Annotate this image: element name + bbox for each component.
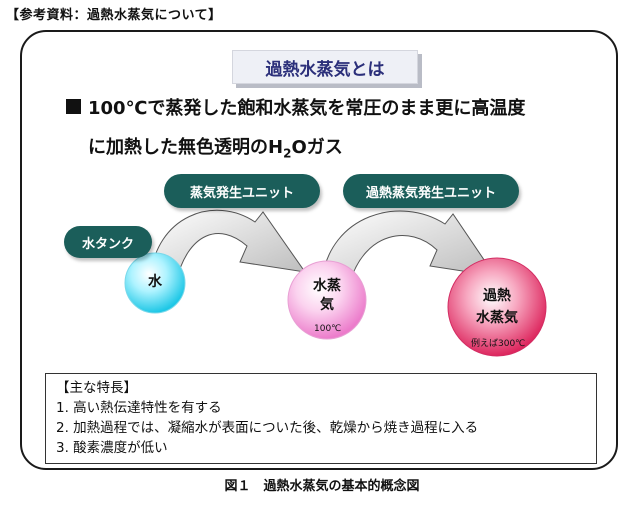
definition-line-1: 100℃で蒸発した飽和水蒸気を常圧のまま更に高温度	[88, 98, 526, 119]
feature-item: 1. 高い熱伝達特性を有する	[56, 400, 222, 416]
steam-temperature: 100℃	[314, 324, 342, 334]
water-circle	[124, 252, 186, 314]
definition-line-2: に加熱した無色透明のH2Oガス	[88, 133, 343, 161]
definition-line-2-text: に加熱した無色透明のH	[88, 137, 284, 158]
features-heading: 【主な特長】	[56, 380, 137, 396]
figure-caption: 図１ 過熱水蒸気の基本的概念図	[224, 479, 420, 494]
subscript-2: 2	[283, 146, 292, 161]
water-label: 水	[148, 274, 162, 290]
features-box: 【主な特長】 1. 高い熱伝達特性を有する 2. 加熱過程では、凝縮水が表面につ…	[45, 373, 597, 464]
feature-item: 3. 酸素濃度が低い	[56, 440, 168, 456]
reference-header: 【参考資料：過熱水蒸気について】	[6, 8, 222, 23]
definition-line-2-end: Oガス	[291, 137, 343, 158]
superheated-label: 過熱 水蒸気	[462, 285, 532, 330]
superheated-temperature: 例えば300℃	[471, 339, 526, 349]
superheated-label-line-1: 過熱	[483, 288, 511, 304]
steam-unit-pill: 蒸気発生ユニット	[164, 174, 320, 208]
bullet-square-icon	[66, 99, 81, 114]
superheated-circle	[447, 257, 547, 357]
steam-label-line-2: 気	[320, 296, 334, 313]
water-tank-pill: 水タンク	[64, 226, 152, 258]
diagram-title: 過熱水蒸気とは	[232, 50, 418, 84]
steam-label-line-1: 水蒸	[313, 278, 341, 294]
superheat-unit-pill: 過熱蒸気発生ユニット	[343, 174, 519, 208]
arrow-to-superheated	[321, 210, 497, 283]
steam-circle	[287, 260, 367, 340]
arrow-to-steam	[149, 209, 307, 283]
superheated-label-line-2: 水蒸気	[476, 310, 518, 327]
steam-label: 水蒸 気	[300, 277, 354, 315]
feature-item: 2. 加熱過程では、凝縮水が表面についた後、乾燥から焼き過程に入る	[56, 420, 479, 436]
